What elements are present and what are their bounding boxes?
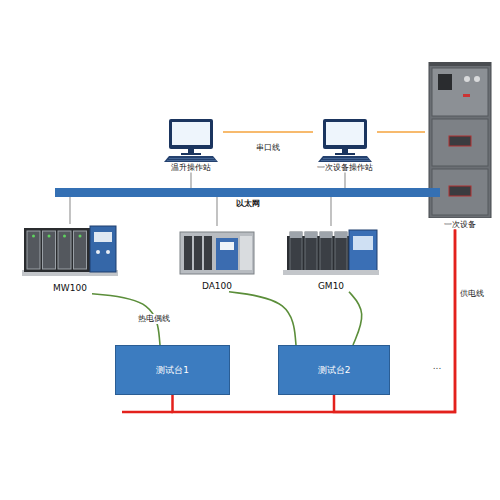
logger-figure: [22, 224, 118, 278]
panel-display: [94, 232, 112, 242]
cabinet-door: [432, 119, 488, 166]
serial-line: [377, 131, 425, 133]
operator-workstation: 温升操作站: [159, 118, 223, 173]
knob: [474, 76, 480, 82]
monitor-stand: [342, 149, 348, 153]
panel-display: [353, 236, 373, 250]
io-module: [305, 232, 317, 272]
cabinet-cap: [429, 62, 491, 66]
power-wire-stub: [122, 411, 173, 414]
node-label: 以太网: [236, 199, 260, 209]
io-module: [58, 231, 71, 269]
status-led: [63, 235, 66, 238]
keyboard-keys: [323, 158, 368, 159]
cabinet-door: [432, 169, 488, 215]
terminal-block: [194, 236, 202, 270]
module-top: [335, 232, 347, 238]
cabinet-door: [432, 68, 488, 116]
side-module: [240, 236, 252, 270]
module-base: [24, 228, 90, 272]
monitor-frame: [169, 119, 213, 149]
node-label: 温升操作站: [171, 163, 211, 173]
ethernet-link: [344, 173, 345, 188]
meter-window: [438, 74, 452, 90]
module-top: [305, 232, 317, 238]
test-bench-box: 测试台2: [278, 345, 390, 395]
monitor-screen: [326, 122, 364, 145]
door-slot: [449, 136, 471, 146]
io-module: [74, 231, 87, 269]
node-label: 一次设备: [444, 220, 476, 230]
monitor-base: [181, 153, 201, 155]
panel-display: [220, 242, 234, 250]
knob: [464, 76, 470, 82]
line-label: 串口线: [256, 143, 280, 153]
operator-workstation: 一次设备操作站: [313, 118, 377, 173]
ethernet-link: [216, 197, 217, 226]
unit-housing: [180, 232, 254, 274]
din-rail: [283, 270, 379, 275]
ethernet-link: [330, 197, 331, 226]
keyboard-keys: [169, 158, 214, 159]
thermocouple-wire: [349, 292, 362, 345]
ethernet-bar: [55, 188, 440, 197]
keyboard-keys: [167, 160, 216, 161]
data-logger: MW100: [22, 224, 118, 294]
front-panel: [216, 238, 238, 270]
node-label: 测试台1: [156, 365, 189, 376]
terminal-block: [204, 236, 212, 270]
ethernet-link: [190, 173, 191, 188]
panel-button: [106, 250, 110, 254]
status-led: [32, 235, 35, 238]
panel-button: [96, 250, 100, 254]
io-module: [43, 231, 56, 269]
node-label: 一次设备操作站: [317, 163, 373, 173]
logger-figure: [178, 226, 256, 276]
keyboard: [164, 156, 218, 162]
door-slot: [449, 186, 471, 196]
monitor-frame: [323, 119, 367, 149]
data-logger: DA100: [178, 226, 256, 292]
node-label: 测试台2: [318, 365, 351, 376]
module-top: [320, 232, 332, 238]
computer-icon: [314, 118, 376, 162]
control-panel: [90, 226, 116, 272]
monitor-screen: [172, 122, 210, 145]
computer-icon: [160, 118, 222, 162]
thermocouple-wire: [229, 292, 296, 345]
module-top: [290, 232, 302, 238]
node-label: MW100: [53, 283, 87, 294]
line-label: 供电线: [460, 289, 484, 299]
control-panel: [349, 230, 377, 272]
continuation-mark: ...: [433, 361, 442, 372]
terminal-block: [184, 236, 192, 270]
node-label: DA100: [202, 281, 232, 292]
status-led: [48, 235, 51, 238]
monitor-base: [335, 153, 355, 155]
io-module: [320, 232, 332, 272]
logger-figure: [283, 226, 379, 276]
monitor-stand: [188, 149, 194, 153]
status-led: [79, 235, 82, 238]
indicator: [463, 94, 470, 97]
io-module: [335, 232, 347, 272]
serial-line: [223, 131, 313, 133]
node-label: GM10: [318, 281, 344, 292]
ethernet-bus: 以太网: [55, 188, 440, 209]
ethernet-link: [69, 197, 70, 224]
switchgear-cabinet: 一次设备: [425, 62, 495, 230]
io-module: [27, 231, 40, 269]
data-logger: GM10: [283, 226, 379, 292]
io-module: [290, 232, 302, 272]
keyboard: [318, 156, 372, 162]
line-label: 热电偶线: [137, 314, 171, 324]
keyboard-keys: [321, 160, 370, 161]
test-bench-box: 测试台1: [115, 345, 230, 395]
